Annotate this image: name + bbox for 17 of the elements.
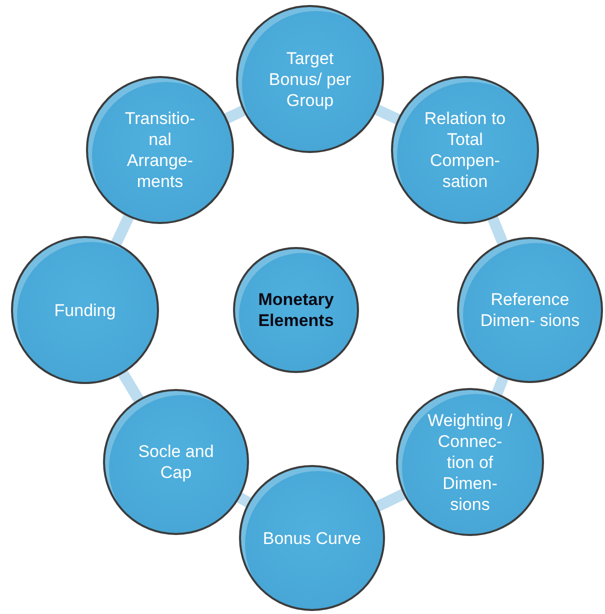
connector-bar [117, 368, 144, 404]
circle-label: Funding [53, 300, 117, 320]
circle-label: Relation to Total Compen- sation [423, 108, 507, 192]
connector-bar [110, 212, 134, 248]
circle-label: Weighting / Connec- tion of Dimen- sions [428, 410, 512, 514]
circle-label: Socle and Cap [137, 441, 215, 483]
circle-label: Reference Dimen- sions [480, 289, 580, 331]
connector-bar [373, 104, 402, 126]
connector-bar [235, 492, 253, 508]
connector-bar [222, 104, 248, 124]
circle-label: Monetary Elements [257, 289, 335, 331]
connector-bar [487, 214, 508, 246]
circle-label: Transitio- nal Arrange- ments [124, 108, 196, 192]
connector-bar [374, 488, 408, 512]
circle-label: Target Bonus/ per Group [268, 48, 352, 110]
connector-bar [491, 374, 510, 398]
circle-label: Bonus Curve [262, 528, 362, 548]
